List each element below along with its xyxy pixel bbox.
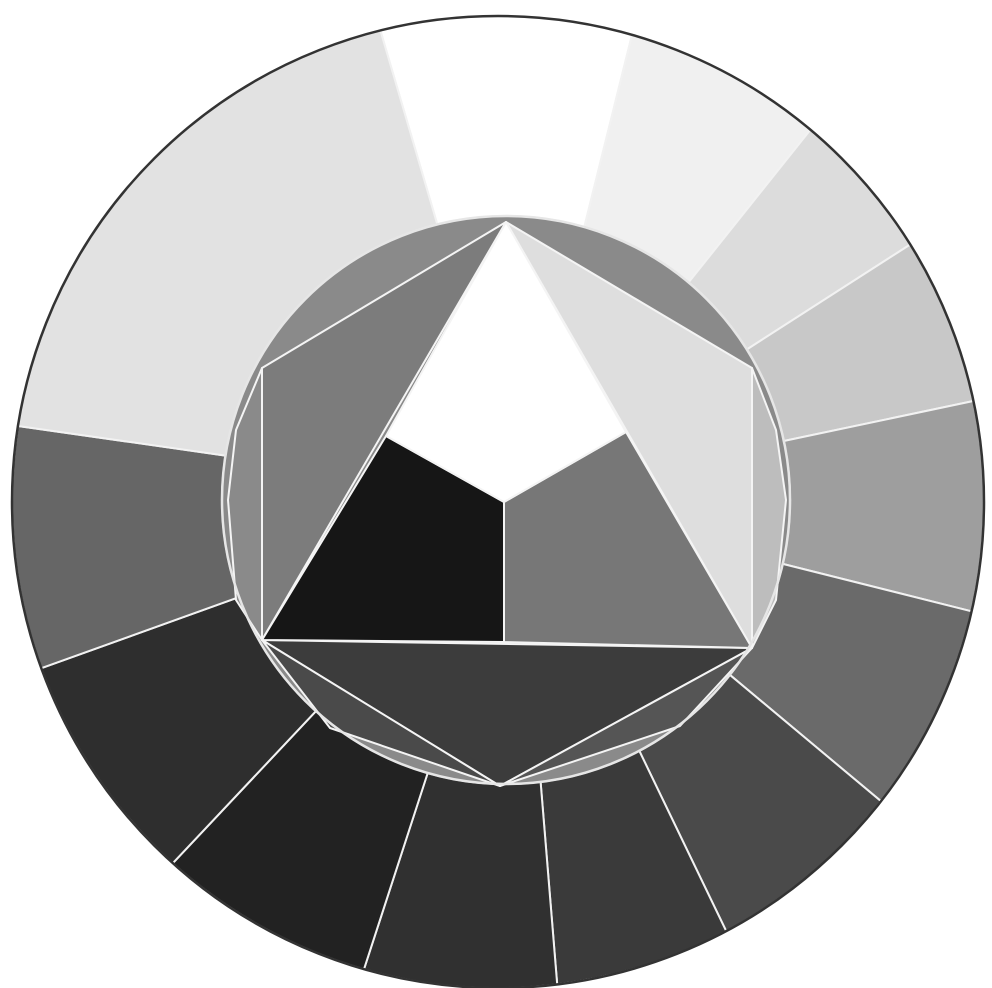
center-triangle-diagram (222, 216, 790, 786)
